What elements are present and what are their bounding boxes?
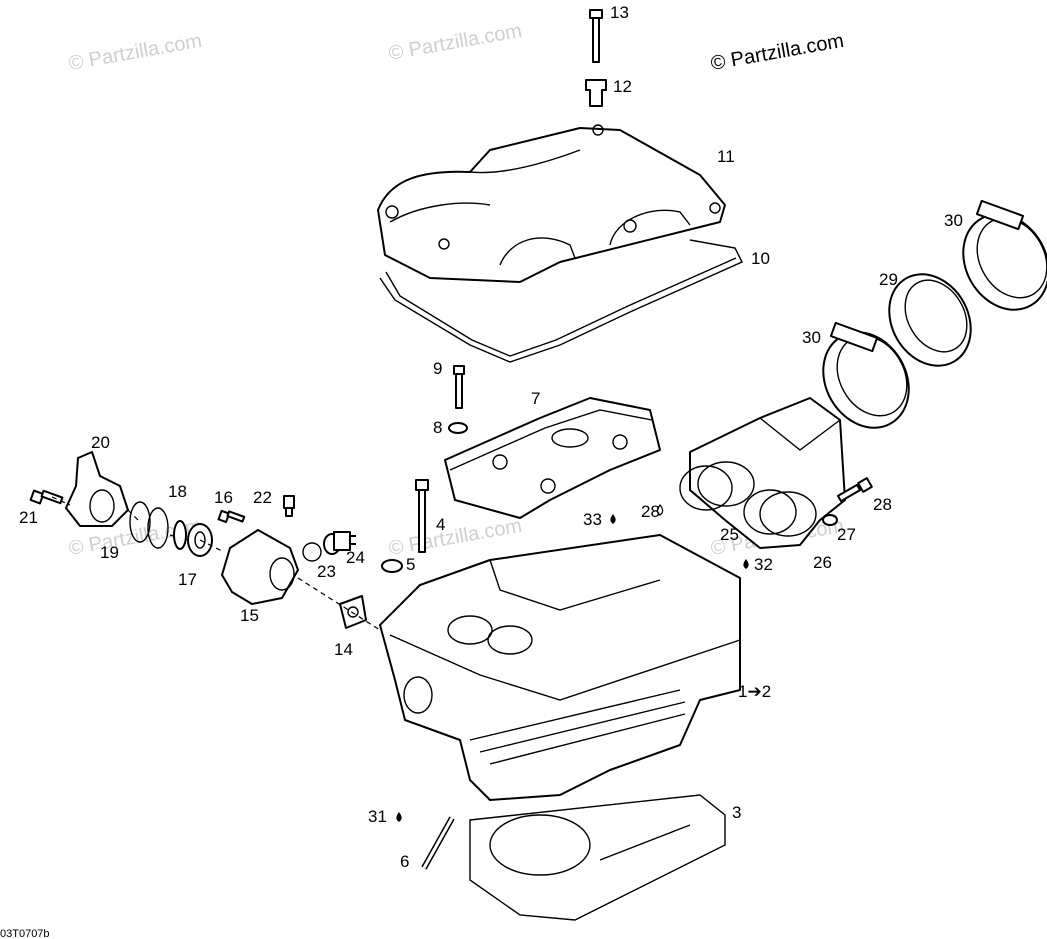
part-16-bolt	[217, 509, 246, 524]
callout-23: 23	[317, 562, 336, 581]
part-12-grommet	[585, 79, 607, 107]
part-15-thermostat-housing	[221, 529, 299, 605]
part-27-washer	[822, 514, 838, 526]
part-10-cover-gasket	[379, 239, 743, 363]
callout-8: 8	[433, 418, 442, 437]
part-30-clamp-lower	[822, 321, 910, 429]
callout-21: 21	[19, 508, 38, 527]
callout-13: 13	[610, 3, 629, 22]
callout-28: 28	[873, 495, 892, 514]
callout-17: 17	[178, 570, 197, 589]
callout-27: 27	[837, 525, 856, 544]
part-26-intake-manifold	[689, 397, 846, 549]
figure-id: 03T0707b	[0, 928, 50, 939]
drop-icon	[743, 559, 749, 569]
callout-33: 33	[583, 510, 602, 529]
part-28-bolt	[836, 477, 873, 503]
part-14-thermostat-gasket	[339, 595, 367, 629]
callout-10: 10	[751, 249, 770, 268]
callout-18: 18	[168, 482, 187, 501]
callout-4: 4	[436, 515, 445, 534]
part-3-head-gasket	[469, 794, 726, 921]
part-20-water-cover	[65, 451, 129, 527]
watermark-top-left: © Partzilla.com	[67, 30, 204, 75]
callout-7: 7	[531, 389, 540, 408]
part-13-bolt	[589, 9, 603, 63]
drop-outline-icon	[656, 503, 664, 516]
callout-1: 1➔2	[738, 682, 771, 701]
callout-29: 29	[879, 270, 898, 289]
part-24-temp-switch	[323, 531, 356, 555]
callout-22: 22	[253, 488, 272, 507]
part-25-o-rings	[679, 465, 797, 535]
part-29-intake-boot	[888, 273, 972, 367]
part-19-seal	[129, 501, 151, 543]
callout-20: 20	[91, 433, 110, 452]
part-7-rocker-assembly	[444, 397, 661, 519]
drop-icon	[396, 812, 402, 822]
part-30-clamp-upper	[962, 199, 1047, 311]
part-5-washer	[381, 559, 403, 573]
callout-9: 9	[433, 359, 442, 378]
part-8-washer	[448, 422, 468, 434]
callout-6: 6	[400, 852, 409, 871]
part-18-o-ring	[147, 507, 169, 549]
part-4-bolt	[415, 479, 429, 553]
callout-30-lower: 30	[802, 328, 821, 347]
callout-14: 14	[334, 640, 353, 659]
callout-3: 3	[732, 803, 741, 822]
callout-19: 19	[100, 543, 119, 562]
callout-32: 32	[754, 555, 773, 574]
callout-25: 25	[720, 525, 739, 544]
callout-15: 15	[240, 606, 259, 625]
drop-icon	[610, 514, 616, 524]
leader-lines	[51, 496, 381, 631]
callout-labels: 1➔2 3 4 5 6 7 8 9 10 11 12 13 14 15 16 1…	[19, 3, 963, 871]
part-21-bolt	[29, 489, 64, 505]
drop-icons	[396, 503, 749, 822]
callout-28-sealant: 28	[641, 502, 660, 521]
callout-11: 11	[717, 147, 735, 166]
callout-5: 5	[406, 555, 415, 574]
part-11-valve-cover	[377, 124, 726, 283]
watermark-mid-center: © Partzilla.com	[387, 515, 524, 560]
part-2-cylinder-head	[379, 534, 741, 801]
callout-26: 26	[813, 553, 832, 572]
part-22-sensor	[283, 495, 295, 517]
callout-30-upper: 30	[944, 211, 963, 230]
part-6-stud	[421, 816, 455, 870]
callout-31: 31	[368, 807, 387, 826]
callout-16: 16	[214, 488, 233, 507]
part-23-o-ring	[302, 542, 322, 562]
callout-12: 12	[613, 77, 632, 96]
callout-24: 24	[346, 548, 365, 567]
part-9-bolt	[453, 365, 465, 409]
watermark-top-right: © Partzilla.com	[709, 30, 846, 75]
watermark-top-center: © Partzilla.com	[387, 20, 524, 65]
